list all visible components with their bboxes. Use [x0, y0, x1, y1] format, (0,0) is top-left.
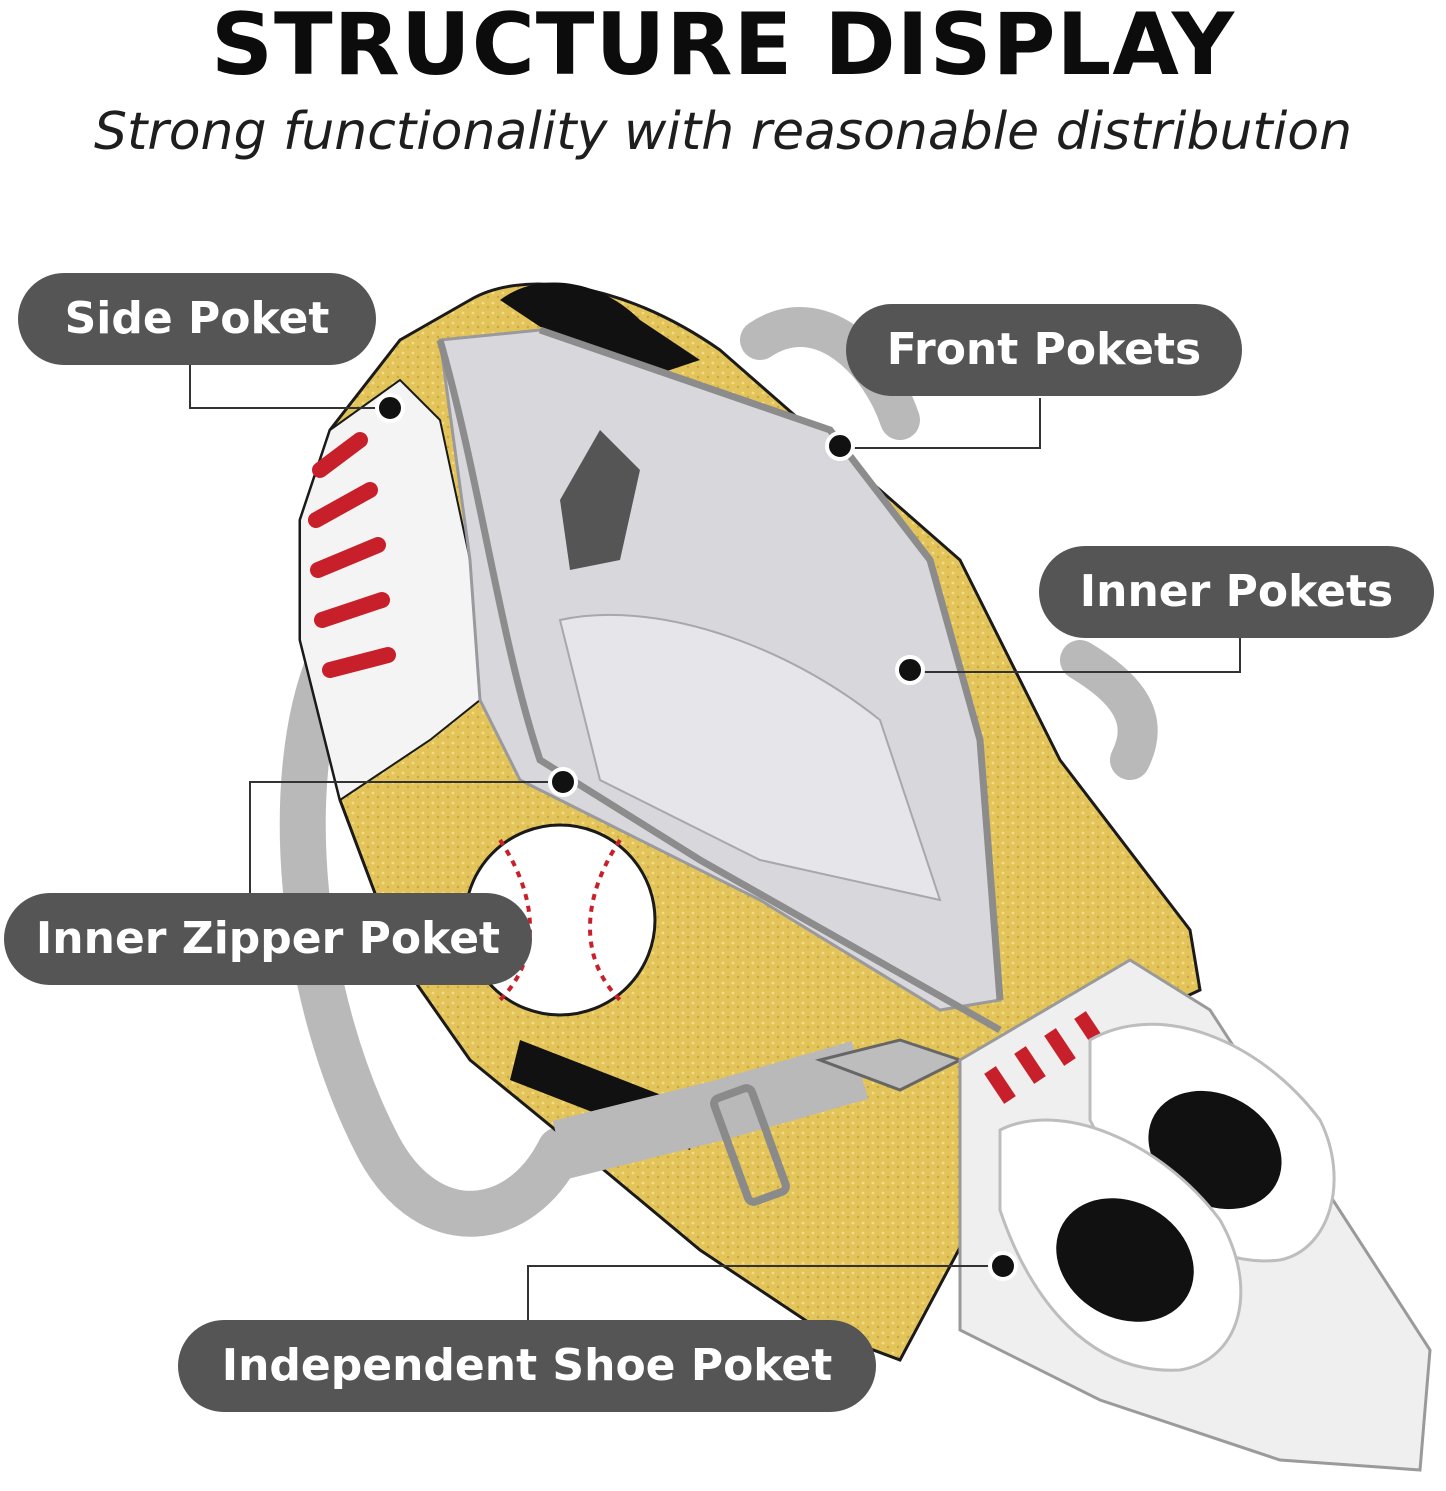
leader-front-pokets [840, 398, 1041, 449]
zipper-main-right [538, 326, 1004, 1001]
zipper-main [436, 339, 1002, 1034]
callout-inner-pokets: Inner Pokets [1039, 546, 1434, 638]
leader-lines [189, 365, 1241, 1320]
callout-front-pokets: Front Pokets [846, 304, 1242, 396]
page-subtitle: Strong functionality with reasonable dis… [93, 102, 1353, 162]
leader-side-poket [189, 365, 390, 409]
leader-inner-zipper-poket [249, 781, 560, 893]
callout-side-poket: Side Poket [18, 273, 376, 365]
callout-inner-zipper-poket: Inner Zipper Poket [4, 893, 532, 985]
baseball-stitches-left [308, 432, 396, 678]
sneakers [998, 1022, 1336, 1372]
dot-inner-pokets [895, 655, 925, 685]
inner-pocket-fold [558, 613, 942, 902]
page-title: STRUCTURE DISPLAY [211, 0, 1235, 95]
callout-dots [375, 393, 1018, 1281]
strap-buckle [710, 1084, 790, 1206]
dot-front-pokets [825, 431, 855, 461]
dot-side-poket [375, 393, 405, 423]
interior-shadow [560, 430, 640, 570]
handle-strap-right [740, 307, 1158, 780]
bat-print [500, 282, 700, 380]
handle-strap-left [279, 637, 583, 1237]
callout-shoe-poket: Independent Shoe Poket [178, 1320, 876, 1412]
dot-inner-zipper-poket [548, 767, 578, 797]
leader-inner-pokets [910, 638, 1241, 673]
leader-shoe-poket [527, 1265, 1003, 1320]
dot-shoe-poket [988, 1251, 1018, 1281]
